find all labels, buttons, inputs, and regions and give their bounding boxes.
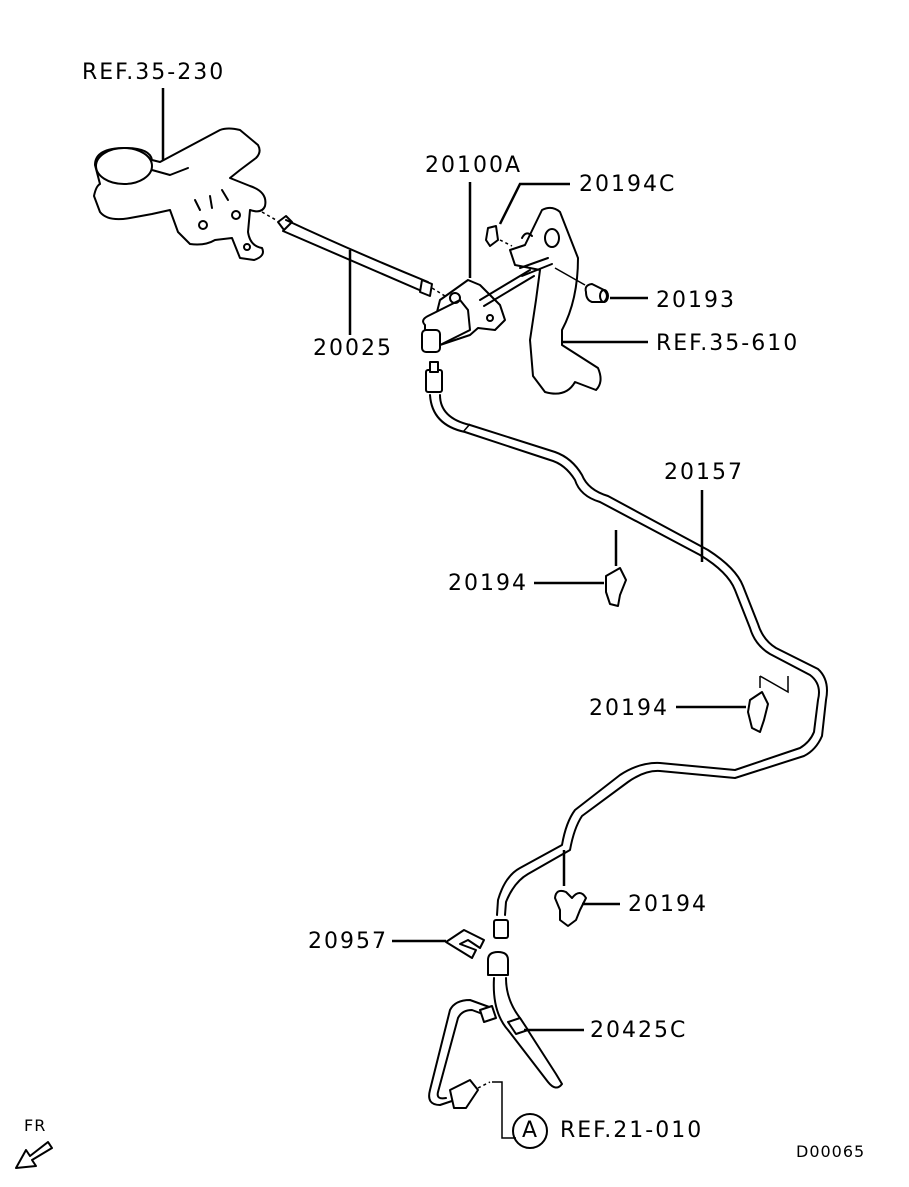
label-20194-b[interactable]: 20194 bbox=[589, 696, 669, 721]
label-20100A[interactable]: 20100A bbox=[425, 153, 523, 178]
ref-callout-circle bbox=[512, 1113, 548, 1149]
clutch-master-cylinder[interactable] bbox=[421, 269, 535, 353]
leader-ref-21-010 bbox=[492, 1081, 516, 1139]
label-20025[interactable]: 20025 bbox=[313, 336, 393, 361]
master-cylinder-reservoir[interactable] bbox=[93, 127, 267, 261]
clamp-20194-b[interactable] bbox=[747, 675, 789, 733]
label-ref-21-010[interactable]: REF.21-010 bbox=[560, 1118, 704, 1143]
clamp-20194-a[interactable] bbox=[605, 567, 627, 607]
direction-label: FR bbox=[24, 1116, 47, 1135]
label-20193[interactable]: 20193 bbox=[656, 288, 736, 313]
clutch-hose-20425C[interactable] bbox=[428, 977, 563, 1109]
hose-20025[interactable] bbox=[261, 211, 433, 297]
clip-20957[interactable] bbox=[445, 929, 485, 959]
pin-20193[interactable] bbox=[584, 283, 609, 303]
label-20157[interactable]: 20157 bbox=[664, 460, 744, 485]
label-ref-35-610[interactable]: REF.35-610 bbox=[656, 331, 800, 356]
fr-direction-arrow-icon bbox=[15, 1141, 53, 1169]
clutch-pedal[interactable] bbox=[509, 206, 602, 395]
label-20425C[interactable]: 20425C bbox=[590, 1018, 688, 1043]
label-20194C[interactable]: 20194C bbox=[579, 172, 677, 197]
tube-fitting-lower[interactable] bbox=[487, 919, 509, 976]
clip-20194C[interactable] bbox=[485, 225, 513, 247]
leader-20194C bbox=[498, 182, 570, 225]
label-20957[interactable]: 20957 bbox=[308, 929, 388, 954]
clamp-20194-c[interactable] bbox=[554, 889, 587, 927]
drawing-code: D00065 bbox=[796, 1142, 866, 1161]
label-20194-c[interactable]: 20194 bbox=[628, 892, 708, 917]
label-20194-a[interactable]: 20194 bbox=[448, 571, 528, 596]
clutch-tube-20157[interactable] bbox=[429, 394, 828, 916]
ref-callout-letter: A bbox=[522, 1118, 538, 1143]
tube-fitting-upper[interactable] bbox=[425, 361, 443, 393]
label-ref-35-230[interactable]: REF.35-230 bbox=[82, 60, 226, 85]
